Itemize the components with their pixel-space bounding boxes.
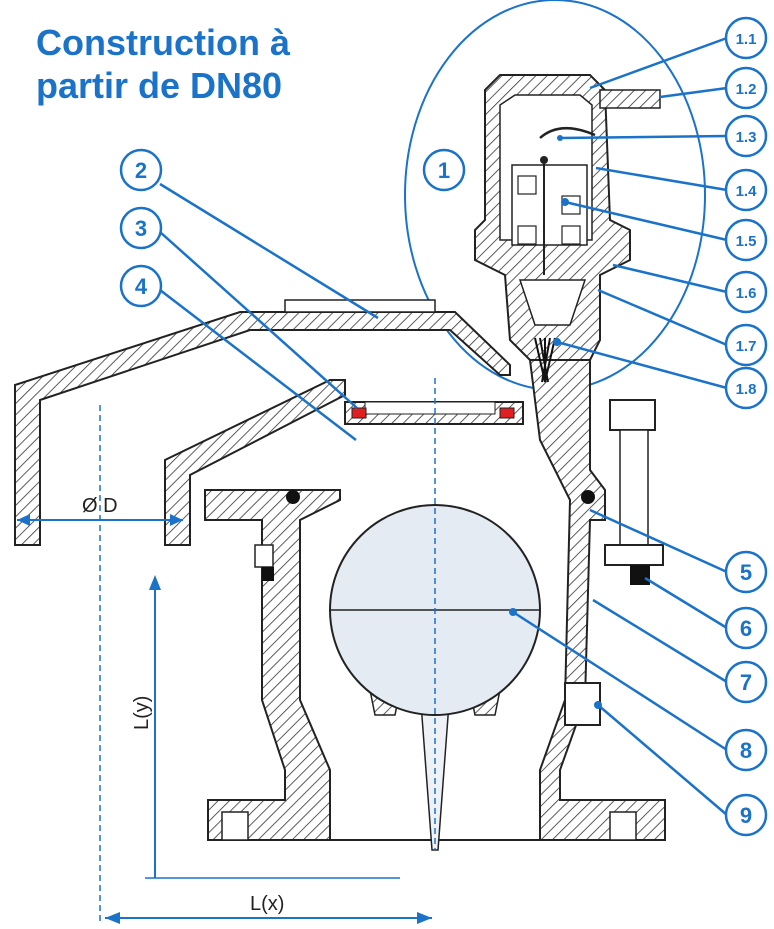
callout-1-7: 1.7 <box>724 323 768 367</box>
label-width: L(x) <box>250 893 284 915</box>
callout-8-label: 8 <box>740 738 752 763</box>
callout-9-label: 9 <box>740 803 752 828</box>
title-line-1: Construction à <box>36 22 291 63</box>
callout-1-8-label: 1.8 <box>736 381 757 398</box>
housing-hood <box>14 311 511 546</box>
dot-8 <box>509 608 517 616</box>
dot-15 <box>561 198 569 206</box>
callout-1-1: 1.1 <box>724 16 768 60</box>
o-ring-right <box>581 490 595 504</box>
callout-3-label: 3 <box>135 216 147 241</box>
callout-1-4-label: 1.4 <box>736 183 758 200</box>
callout-1-6: 1.6 <box>724 270 768 314</box>
callout-1-1-label: 1.1 <box>736 31 757 48</box>
callout-5: 5 <box>724 550 768 594</box>
callout-2: 2 <box>119 148 163 192</box>
callout-7-label: 7 <box>740 670 752 695</box>
dimension-height: L(y) <box>131 575 400 879</box>
dimension-width: L(x) <box>105 893 432 924</box>
seal-left <box>351 407 367 419</box>
dot-18 <box>553 338 561 346</box>
callout-1-4: 1.4 <box>724 168 768 212</box>
dimension-diameter: Ø D <box>17 495 183 526</box>
callout-8: 8 <box>724 728 768 772</box>
seat-ring <box>344 401 524 425</box>
callout-1-5: 1.5 <box>724 218 768 262</box>
callout-9: 9 <box>724 793 768 837</box>
callout-1-8: 1.8 <box>724 366 768 410</box>
title-line-2: partir de DN80 <box>36 65 282 106</box>
callout-4: 4 <box>119 264 163 308</box>
o-ring-left <box>286 490 300 504</box>
callout-1-7-label: 1.7 <box>736 338 757 355</box>
callout-6: 6 <box>724 606 768 650</box>
seal-right <box>499 407 515 419</box>
dot-9 <box>594 701 602 709</box>
callout-1-3-label: 1.3 <box>736 129 757 146</box>
small-valve <box>474 74 661 383</box>
callout-2-label: 2 <box>135 158 147 183</box>
callout-5-label: 5 <box>740 560 752 585</box>
callout-1-6-label: 1.6 <box>736 285 757 302</box>
callout-4-label: 4 <box>135 274 148 299</box>
leader-lines <box>159 36 728 816</box>
callout-1: 1 <box>422 148 466 192</box>
callout-3: 3 <box>119 206 163 250</box>
callout-1-2-label: 1.2 <box>736 81 757 98</box>
callout-6-label: 6 <box>740 616 752 641</box>
callout-1-2: 1.2 <box>724 66 768 110</box>
dot-13 <box>557 135 563 141</box>
label-diameter: Ø D <box>82 495 118 517</box>
callout-1-5-label: 1.5 <box>736 233 757 250</box>
callout-7: 7 <box>724 660 768 704</box>
callout-1-3: 1.3 <box>724 114 768 158</box>
label-height: L(y) <box>131 696 153 730</box>
callout-1-label: 1 <box>438 158 450 183</box>
